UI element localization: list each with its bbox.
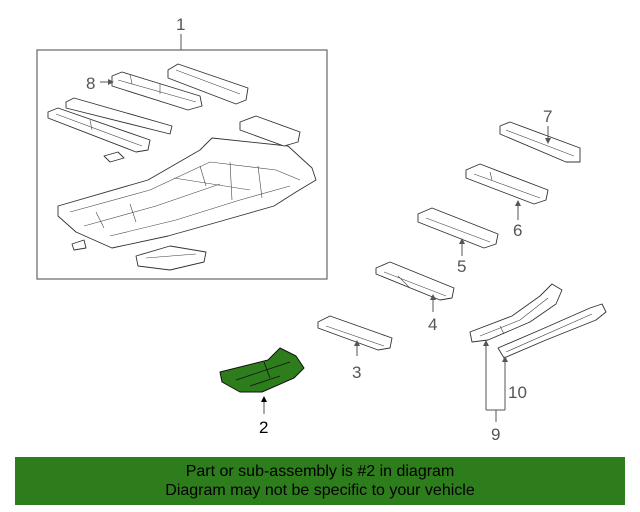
part-2-floor-crossmember-highlighted[interactable] bbox=[219, 347, 305, 393]
banner-line-2: Diagram may not be specific to your vehi… bbox=[165, 482, 475, 499]
callout-2[interactable]: 2 bbox=[259, 418, 268, 437]
callout-4[interactable]: 4 bbox=[428, 315, 437, 334]
part-3-crossmember[interactable] bbox=[317, 315, 393, 351]
part-rail-rear bbox=[239, 115, 301, 147]
part-bracket-lower bbox=[135, 245, 207, 271]
part-7-crossmember[interactable] bbox=[499, 121, 581, 163]
part-clip-small bbox=[71, 239, 87, 251]
callout-5[interactable]: 5 bbox=[457, 257, 466, 276]
part-4-crossmember[interactable] bbox=[375, 261, 455, 301]
part-rail-upper bbox=[167, 63, 249, 105]
part-6-crossmember[interactable] bbox=[465, 163, 549, 205]
part-5-crossmember[interactable] bbox=[417, 207, 499, 249]
callout-1[interactable]: 1 bbox=[176, 15, 185, 34]
info-banner: Part or sub-assembly is #2 in diagram Di… bbox=[15, 457, 625, 505]
part-rail-left-2 bbox=[65, 97, 173, 135]
callout-8[interactable]: 8 bbox=[86, 74, 95, 93]
callout-3[interactable]: 3 bbox=[352, 363, 361, 382]
banner-line-1: Part or sub-assembly is #2 in diagram bbox=[185, 463, 455, 480]
callout-6[interactable]: 6 bbox=[513, 221, 522, 240]
part-floor-pan bbox=[57, 137, 317, 249]
part-8-rail[interactable] bbox=[111, 71, 203, 111]
part-bracket-small bbox=[103, 151, 125, 163]
part-rail-left bbox=[47, 107, 151, 153]
part-9-frame-rail[interactable] bbox=[469, 283, 563, 343]
part-10-side-rail[interactable] bbox=[497, 303, 607, 359]
callout-9[interactable]: 9 bbox=[491, 425, 500, 444]
callout-7[interactable]: 7 bbox=[543, 107, 552, 126]
callout-10[interactable]: 10 bbox=[508, 383, 527, 402]
parts-diagram: 1 8 7 bbox=[36, 15, 607, 444]
